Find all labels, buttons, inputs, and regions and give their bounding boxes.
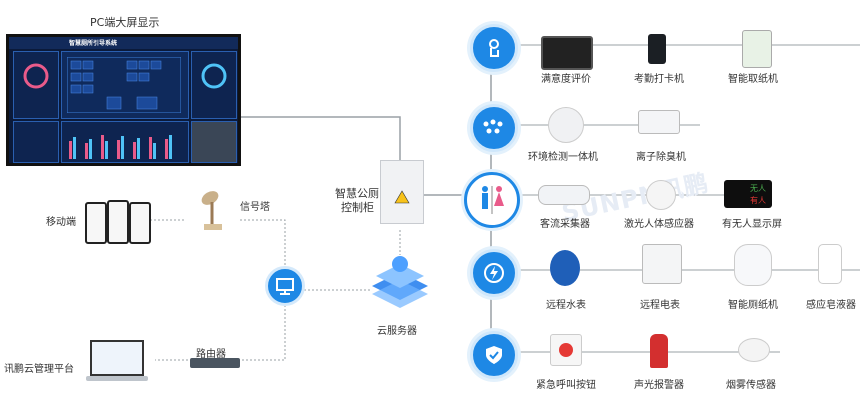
big-screen-display: 智慧厕所引导系统 — [6, 34, 241, 166]
signal-tower-label: 信号塔 — [240, 202, 270, 213]
router-label: 路由器 — [196, 349, 226, 360]
occupancy-display: 无人 有人 — [724, 180, 772, 208]
ion-deodorizer — [638, 110, 680, 134]
device-electric-meter-label: 远程电表 — [640, 300, 680, 311]
screen-gauge-right — [201, 63, 227, 89]
screen-floor-map — [67, 57, 181, 113]
attendance-machine — [648, 34, 666, 64]
router-device — [190, 358, 240, 368]
device-environment-label: 环境检测一体机 — [528, 152, 598, 163]
device-smoke-label: 烟雾传感器 — [726, 380, 776, 391]
emergency-button — [550, 334, 582, 366]
device-soap-label: 感应皂液器 — [806, 300, 856, 311]
screen-panel-left — [13, 51, 59, 119]
control-cabinet — [380, 160, 424, 224]
cloud-server-icon — [372, 256, 428, 308]
platform-label: 讯鹏云管理平台 — [4, 364, 74, 375]
screen-title-bar — [9, 37, 238, 49]
screen-panel-bottom-left — [13, 121, 59, 163]
laptop-device — [86, 340, 148, 384]
device-alarm-label: 声光报警器 — [634, 380, 684, 391]
phone-3 — [129, 202, 151, 244]
mobile-label: 移动端 — [46, 217, 76, 228]
screen-title: 智慧厕所引导系统 — [69, 40, 118, 47]
sound-light-alarm — [650, 334, 668, 368]
screen-bar-chart — [69, 135, 172, 159]
screen-panel-right — [191, 51, 237, 119]
smoke-sensor — [738, 338, 770, 362]
paper-dispenser — [742, 30, 772, 68]
device-toilet-paper-label: 智能厕纸机 — [728, 300, 778, 311]
device-paper-dispenser-label: 智能取纸机 — [728, 74, 778, 85]
device-attendance-label: 考勤打卡机 — [634, 74, 684, 85]
cloud-server-label: 云服务器 — [377, 326, 417, 337]
shield-check-category-icon — [470, 331, 518, 379]
phone-2 — [107, 200, 129, 244]
signal-tower-icon — [201, 191, 222, 230]
device-laser-label: 激光人体感应器 — [624, 219, 694, 230]
laser-sensor — [646, 180, 676, 210]
screen-gauge-left — [23, 63, 49, 89]
environment-monitor — [548, 107, 584, 143]
device-satisfaction-label: 满意度评价 — [541, 74, 591, 85]
mobile-phones — [85, 200, 151, 244]
screen-panel-bottom-right — [191, 121, 237, 163]
satisfaction-tablet — [541, 36, 593, 70]
traffic-counter — [538, 185, 590, 205]
device-emergency-label: 紧急呼叫按钮 — [536, 380, 596, 391]
dots-category-icon — [470, 104, 518, 152]
device-deodorizer-label: 离子除臭机 — [636, 152, 686, 163]
occupancy-text-occupied: 有人 — [750, 196, 766, 205]
electric-meter — [642, 244, 682, 284]
bolt-category-icon — [470, 249, 518, 297]
cabinet-label-line1: 智慧公厕 — [335, 187, 379, 200]
pc-display-label: PC端大屏显示 — [90, 16, 160, 29]
soap-dispenser — [818, 244, 842, 284]
water-meter — [550, 250, 580, 286]
screen-panel-map — [61, 51, 189, 119]
cabinet-label-line2: 控制柜 — [341, 201, 374, 214]
device-traffic-label: 客流采集器 — [540, 219, 590, 230]
phone-1 — [85, 202, 107, 244]
device-water-meter-label: 远程水表 — [546, 300, 586, 311]
network-hub-icon — [265, 266, 305, 306]
device-display-label: 有无人显示屏 — [722, 219, 782, 230]
toilet-paper-machine — [734, 244, 772, 286]
toilet-people-category-icon — [464, 172, 520, 228]
touch-category-icon — [470, 24, 518, 72]
occupancy-text-vacant: 无人 — [750, 184, 766, 193]
